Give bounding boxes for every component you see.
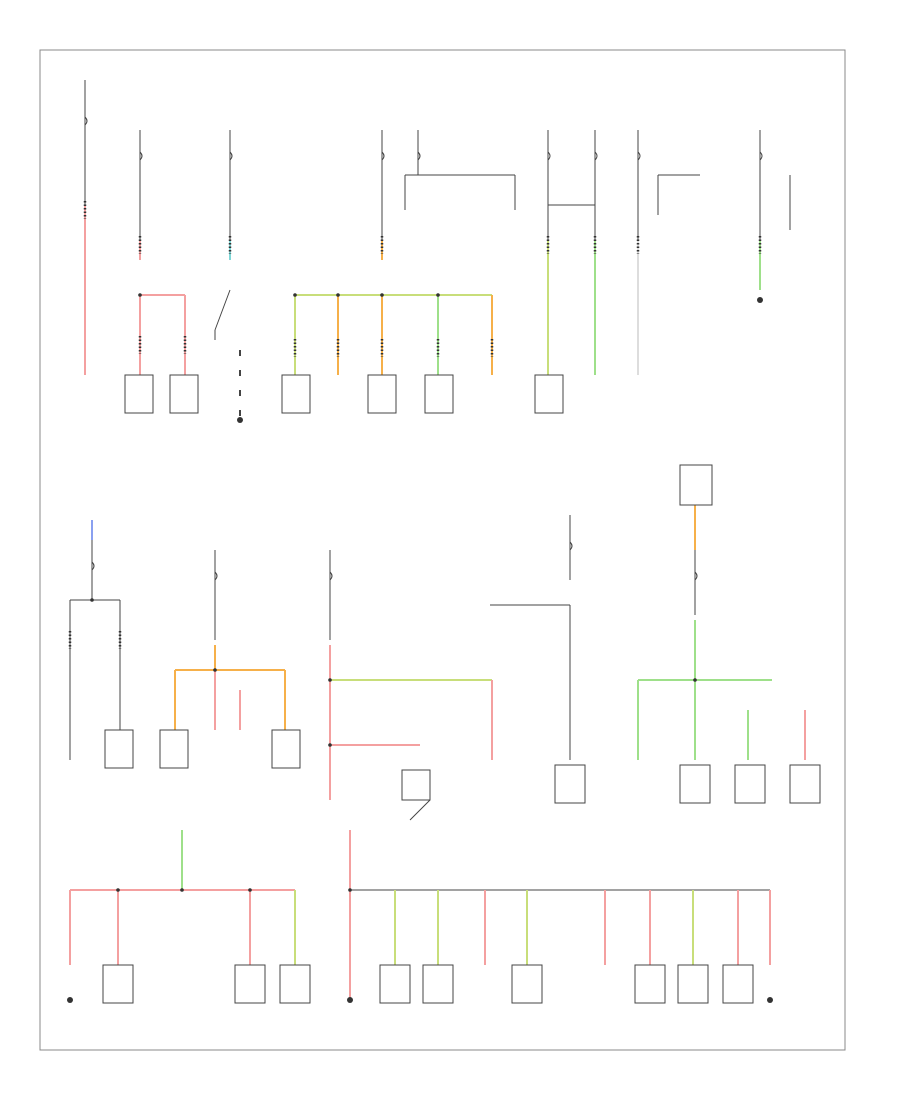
fuse-symbol bbox=[547, 151, 551, 161]
component-box bbox=[169, 374, 199, 414]
component-box bbox=[679, 464, 713, 506]
splice-dot bbox=[336, 293, 340, 297]
fuse-symbol bbox=[569, 541, 573, 551]
component-box bbox=[379, 964, 411, 1004]
fuse-symbol bbox=[329, 571, 333, 581]
component-box bbox=[722, 964, 754, 1004]
fuse-symbol bbox=[417, 151, 421, 161]
ground-point bbox=[767, 997, 773, 1003]
component-box bbox=[789, 764, 821, 804]
component-box bbox=[424, 374, 454, 414]
fuse-symbol bbox=[84, 116, 88, 126]
fuse-symbol bbox=[637, 151, 641, 161]
splice-dot bbox=[348, 888, 352, 892]
splice-dot bbox=[180, 888, 184, 892]
splice-dot bbox=[116, 888, 120, 892]
splice-dot bbox=[693, 678, 697, 682]
component-box bbox=[279, 964, 311, 1004]
ground-point bbox=[347, 997, 353, 1003]
fuse-symbol bbox=[91, 561, 95, 571]
splice-dot bbox=[380, 293, 384, 297]
component-box bbox=[281, 374, 311, 414]
fuse-symbol bbox=[381, 151, 385, 161]
splice-dot bbox=[213, 668, 217, 672]
component-box bbox=[124, 374, 154, 414]
component-box bbox=[271, 729, 301, 769]
component-box bbox=[234, 964, 266, 1004]
component-box bbox=[634, 964, 666, 1004]
splice-dot bbox=[138, 293, 142, 297]
component-box bbox=[159, 729, 189, 769]
fuse-symbol bbox=[229, 151, 233, 161]
component-box bbox=[734, 764, 766, 804]
ground-point bbox=[237, 417, 243, 423]
component-box bbox=[554, 764, 586, 804]
splice-dot bbox=[293, 293, 297, 297]
fuse-symbol bbox=[759, 151, 763, 161]
ground-point bbox=[67, 997, 73, 1003]
component-box bbox=[534, 374, 564, 414]
component-box bbox=[422, 964, 454, 1004]
splice-dot bbox=[328, 678, 332, 682]
fuse-symbol bbox=[594, 151, 598, 161]
splice-dot bbox=[248, 888, 252, 892]
fuse-symbol bbox=[214, 571, 218, 581]
component-box bbox=[677, 964, 709, 1004]
splice-dot bbox=[436, 293, 440, 297]
wire bbox=[214, 289, 231, 331]
component-box bbox=[401, 769, 431, 801]
component-box bbox=[102, 964, 134, 1004]
component-box bbox=[511, 964, 543, 1004]
fuse-symbol bbox=[139, 151, 143, 161]
splice-dot bbox=[328, 743, 332, 747]
wire bbox=[409, 799, 431, 821]
component-box bbox=[104, 729, 134, 769]
diagram-frame bbox=[39, 49, 846, 1051]
component-box bbox=[367, 374, 397, 414]
component-box bbox=[679, 764, 711, 804]
ground-point bbox=[757, 297, 763, 303]
splice-dot bbox=[90, 598, 94, 602]
fuse-symbol bbox=[694, 571, 698, 581]
